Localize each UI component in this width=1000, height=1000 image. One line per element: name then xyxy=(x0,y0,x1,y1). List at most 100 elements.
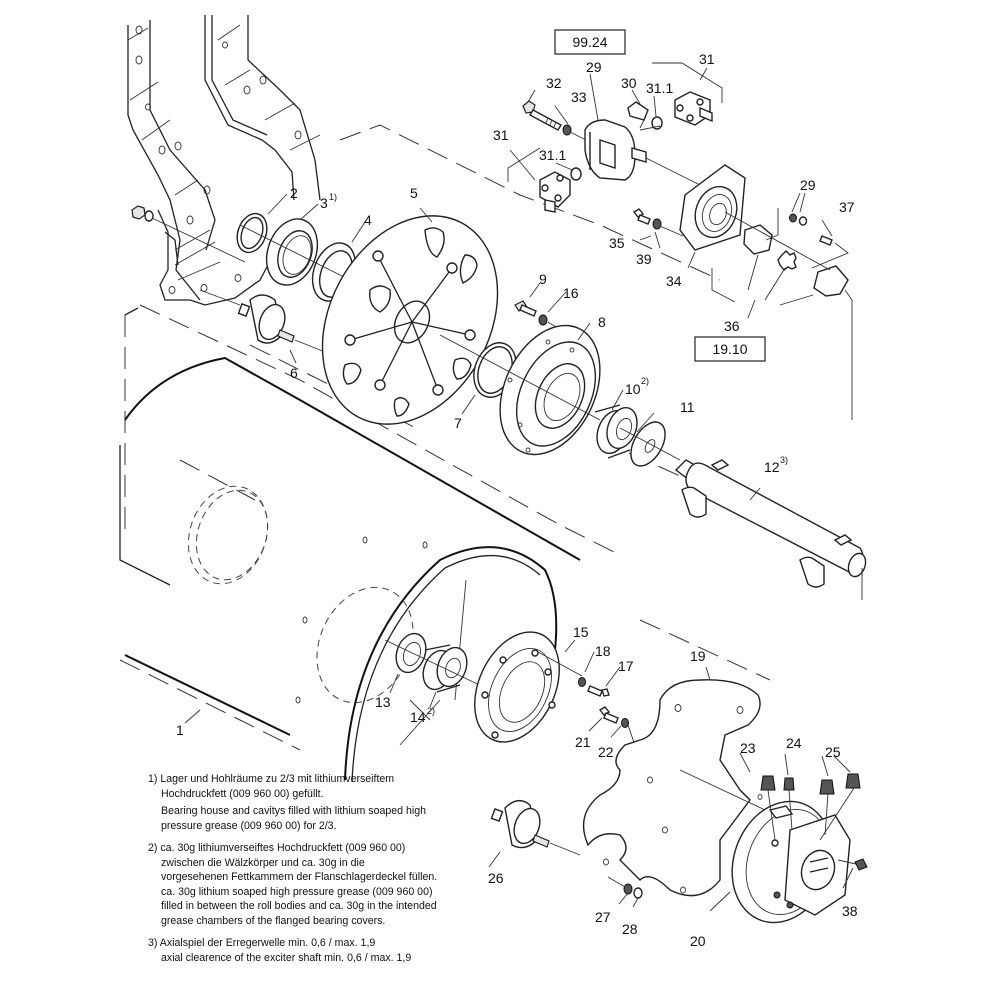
part-label-8: 8 xyxy=(598,314,606,330)
bracket-31-top xyxy=(652,62,723,103)
reference-box-label: 99.24 xyxy=(572,34,607,50)
part-label-10: 10 xyxy=(625,381,641,397)
part-23-fitting xyxy=(760,775,776,841)
part-29-pump xyxy=(584,119,721,196)
part-label-21: 21 xyxy=(575,734,591,750)
part-label-31-1-top: 31.1 xyxy=(646,80,673,96)
bracket-31-left xyxy=(507,147,541,182)
part-label-14: 14 xyxy=(410,709,426,725)
part-32-bolt xyxy=(522,100,562,131)
part-label-31-1-left: 31.1 xyxy=(539,147,566,163)
part-label-36: 36 xyxy=(724,318,740,334)
part-label-3: 3 xyxy=(320,195,328,211)
part-label-35: 35 xyxy=(609,235,625,251)
part-15-flange-cover xyxy=(474,631,583,743)
part-label-16: 16 xyxy=(563,285,579,301)
part-11-washer xyxy=(630,421,666,467)
drum-end-ring xyxy=(344,546,558,783)
part-20-hydraulic-motor xyxy=(731,800,851,924)
part-19-bracket-plate xyxy=(582,679,766,897)
footnote-marker: 2) xyxy=(148,842,158,854)
part-label-7: 7 xyxy=(454,415,462,431)
part-31-1-o-ring-top xyxy=(639,116,663,131)
part-label-31-top: 31 xyxy=(699,51,715,67)
part-label-34: 34 xyxy=(666,273,682,289)
part-label-15: 15 xyxy=(573,624,589,640)
part-34-bearing-housing xyxy=(679,164,746,251)
part-35-bolt xyxy=(632,208,651,225)
part-30-valve xyxy=(627,101,649,129)
part-18-washer xyxy=(578,677,586,687)
part-label-25: 25 xyxy=(825,744,841,760)
part-label-31-left: 31 xyxy=(493,127,509,143)
part-28-nut xyxy=(633,887,643,899)
footnote-text-en: axial clearence of the exciter shaft min… xyxy=(161,951,412,964)
part-label-14-footnote: 2) xyxy=(427,706,435,716)
leader-lines xyxy=(184,67,854,912)
part-9-bolt xyxy=(514,300,537,317)
part-24-fitting xyxy=(783,777,795,831)
footnote-text-en: Bearing house and cavitys filled with li… xyxy=(161,805,426,817)
footnote-text-de: Hochdruckfett (009 960 00) gefüllt. xyxy=(161,787,324,800)
part-label-24: 24 xyxy=(786,735,802,751)
footnote-text-en: filled in between the roll bodies and ca… xyxy=(161,900,437,912)
part-25-fitting-a xyxy=(819,779,835,836)
part-38-fitting xyxy=(837,858,868,871)
part-29-nuts-small xyxy=(765,208,808,241)
footnote-marker: 3) xyxy=(148,937,158,949)
part-label-32: 32 xyxy=(546,75,562,91)
footnotes: 1) Lager und Hohlräume zu 2/3 mit lithiu… xyxy=(148,772,478,973)
part-label-29-nuts: 29 xyxy=(800,177,816,193)
part-label-12: 12 xyxy=(764,459,780,475)
part-31-fitting-top xyxy=(674,91,713,126)
part-25-fitting-b xyxy=(819,773,861,841)
part-label-3-footnote: 1) xyxy=(329,192,337,202)
part-36-coupling xyxy=(711,224,849,306)
frame-plate xyxy=(127,15,321,306)
part-26-rubber-buffer xyxy=(490,800,581,856)
part-label-5: 5 xyxy=(410,185,418,201)
part-label-26: 26 xyxy=(488,870,504,886)
footnote-text-de: vorgesehenen Fettkammern der Flanschlage… xyxy=(161,871,438,883)
part-12-exciter-shaft xyxy=(674,459,867,600)
part-label-4: 4 xyxy=(364,212,372,228)
part-label-10-footnote: 2) xyxy=(641,376,649,386)
footnote-text-de: ca. 30g lithiumverseiftes Hochdruckfett … xyxy=(160,842,406,854)
part-label-6: 6 xyxy=(290,365,298,381)
footnote-1: 1) Lager und Hohlräume zu 2/3 mit lithiu… xyxy=(148,772,478,833)
footnote-text-en: grease chambers of the flanged bearing c… xyxy=(161,914,386,927)
part-label-2: 2 xyxy=(290,185,298,201)
footnote-3: 3) Axialspiel der Erregerwelle min. 0,6 … xyxy=(148,936,478,965)
part-label-23: 23 xyxy=(740,740,756,756)
reference-box-99-24[interactable]: 99.24 xyxy=(554,29,626,55)
nut-icon xyxy=(131,205,146,220)
footnote-text-de: Lager und Hohlräume zu 2/3 mit lithiumve… xyxy=(160,773,395,785)
part-label-37: 37 xyxy=(839,199,855,215)
part-8-bearing-flange xyxy=(499,324,601,456)
part-label-20: 20 xyxy=(690,933,706,949)
part-label-38: 38 xyxy=(842,903,858,919)
part-labels: 1 2 3 1) 4 5 6 7 8 9 10 2) 11 12 3) 13 1… xyxy=(176,51,858,949)
part-label-19: 19 xyxy=(690,648,706,664)
part-31-1-o-ring-left xyxy=(570,167,582,181)
part-label-22: 22 xyxy=(598,744,614,760)
reference-box-label: 19.10 xyxy=(712,341,747,357)
part-2-circlip xyxy=(236,212,268,254)
part-label-29-pump: 29 xyxy=(586,59,602,75)
part-17-bolt xyxy=(587,685,610,697)
part-label-1: 1 xyxy=(176,722,184,738)
part-label-9: 9 xyxy=(539,271,547,287)
reference-box-19-10[interactable]: 19.10 xyxy=(694,336,766,362)
part-37-screw xyxy=(811,235,849,269)
part-21-bolt xyxy=(598,706,619,724)
part-label-11: 11 xyxy=(680,399,695,415)
part-5-disc-plate xyxy=(321,215,499,425)
part-label-13: 13 xyxy=(375,694,391,710)
part-label-30: 30 xyxy=(621,75,637,91)
part-label-28: 28 xyxy=(622,921,638,937)
part-27-washer xyxy=(623,883,633,895)
part-10-bearing xyxy=(594,404,638,459)
part-39-washer xyxy=(652,218,684,237)
footnote-marker: 1) xyxy=(148,773,158,785)
